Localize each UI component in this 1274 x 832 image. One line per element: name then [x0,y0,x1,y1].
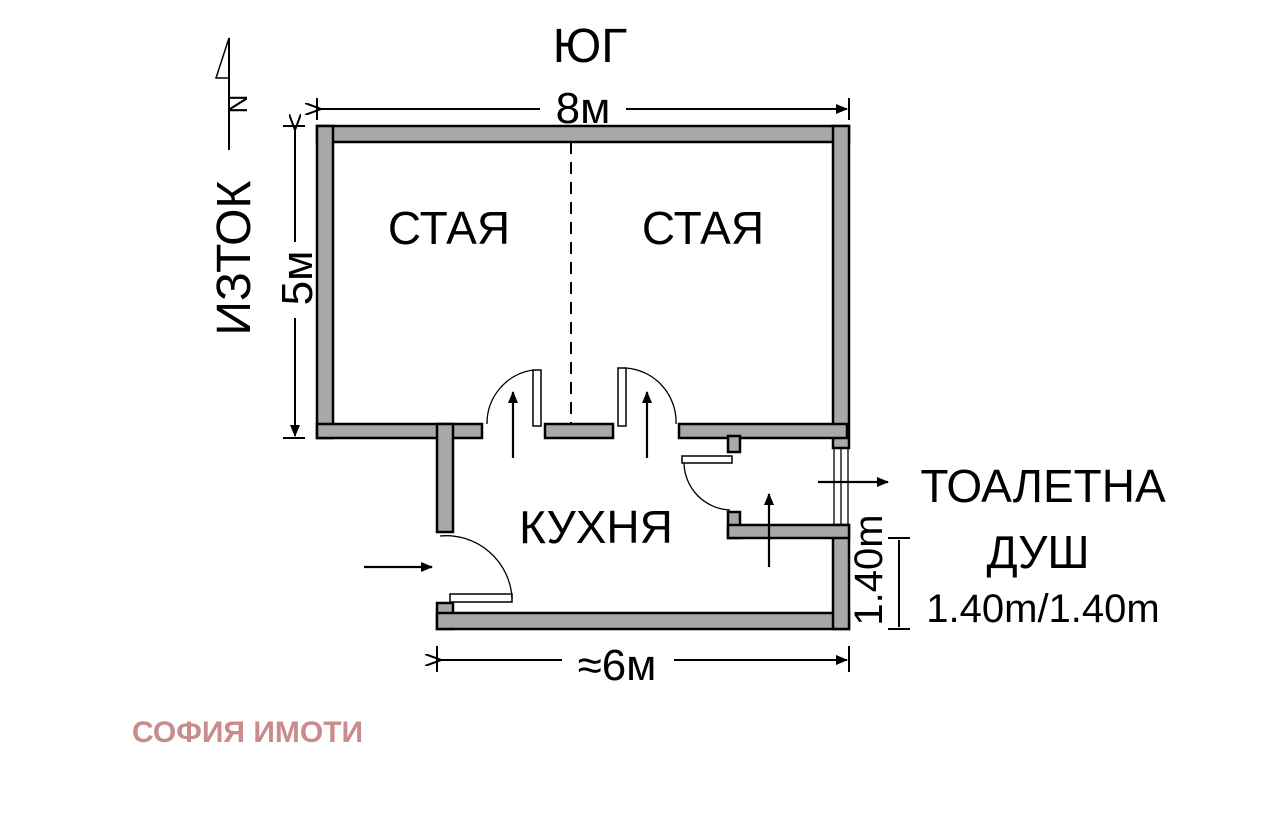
dimension-bottom [437,646,850,672]
door-entrance [439,535,513,603]
door-left-room [486,369,542,427]
kitchen-label: КУХНЯ [519,501,673,553]
dimension-left [283,126,305,439]
wall-kitchen-left [435,422,455,534]
wall-mid-left [315,422,484,440]
room-right-label: СТАЯ [642,202,764,254]
wall-mid-center [543,422,615,440]
door-bathroom [681,455,733,511]
north-arrow-icon: N [214,37,253,150]
door-right-room [617,367,677,427]
walls [315,124,851,631]
dimension-top [317,98,850,120]
label-top-dimension: 8м [556,84,611,133]
label-east: ИЗТОК [208,181,261,336]
label-south: ЮГ [553,20,627,73]
dimension-bathroom [888,537,910,630]
label-bottom-dimension: ≈6м [578,641,657,690]
wall-bottom [435,611,851,631]
arrows [364,391,889,572]
bathroom-size-label: 1.40m/1.40m [926,587,1159,631]
bathroom-dimension-label: 1.40m [847,514,891,625]
north-label: N [223,95,253,114]
wall-bath-stub [726,434,742,454]
room-left-label: СТАЯ [388,202,510,254]
wall-mid-right [677,422,849,440]
bathroom-label-line1: ТОАЛЕТНА [920,460,1166,512]
watermark-text: СОФИЯ ИМОТИ [132,716,363,749]
bathroom-window [833,448,849,525]
bathroom-label-line2: ДУШ [986,526,1089,578]
wall-bath-bottom [726,523,851,540]
label-left-dimension: 5м [273,251,322,306]
wall-right-upper [831,124,851,450]
